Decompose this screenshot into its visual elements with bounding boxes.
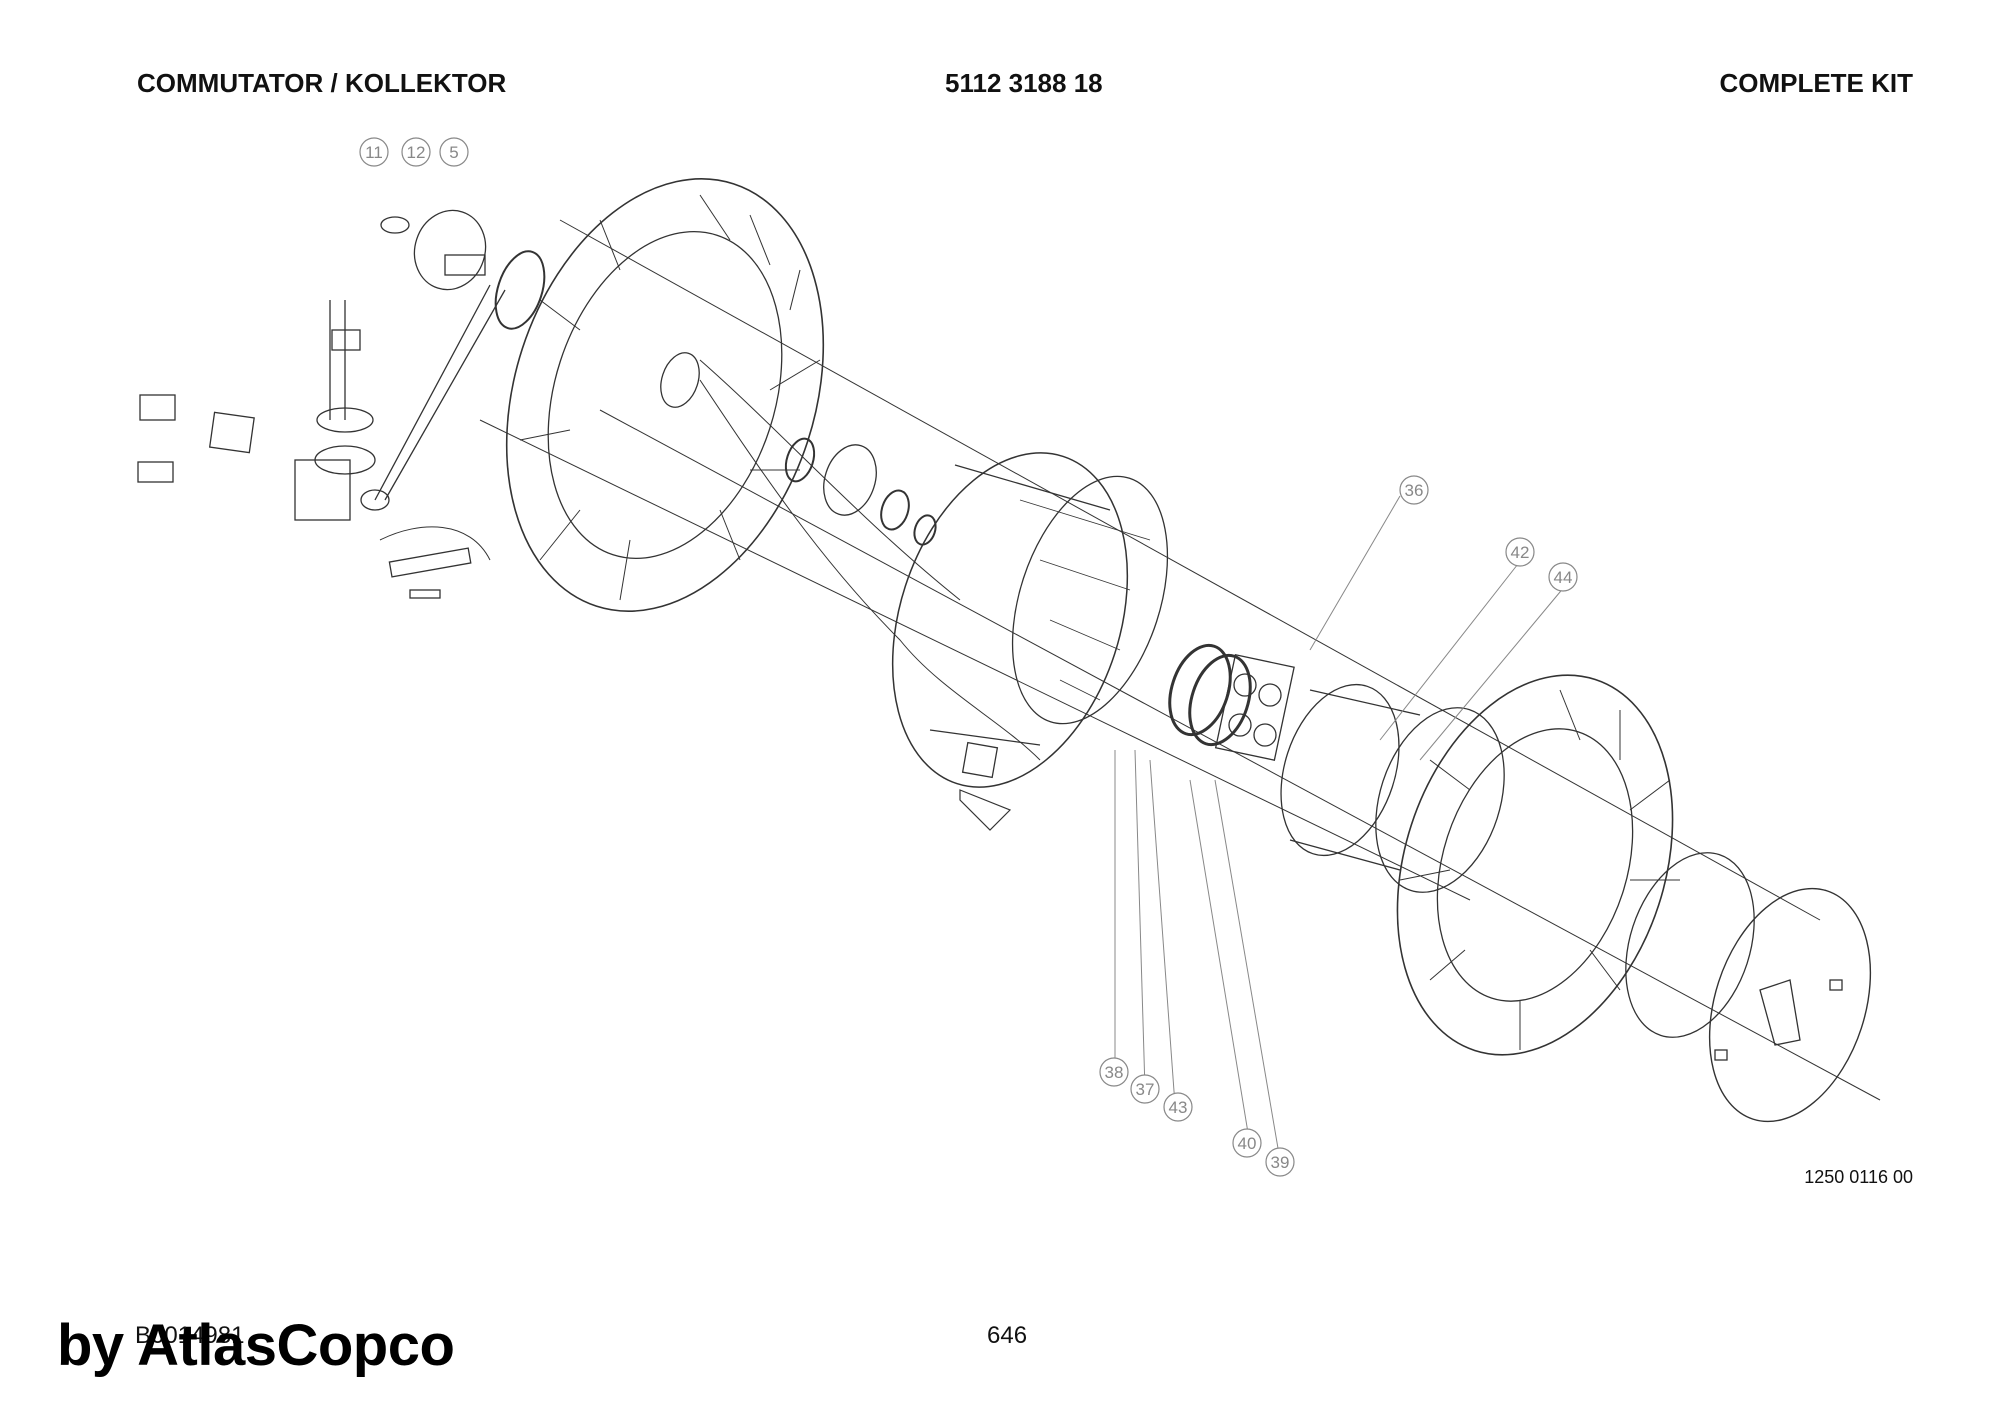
callout-43 bbox=[1163, 1092, 1193, 1122]
page-title-right: COMPLETE KIT bbox=[1719, 68, 1913, 98]
callout-36 bbox=[1399, 475, 1429, 505]
callout-label: 43 bbox=[1169, 1098, 1188, 1117]
callout-37 bbox=[1130, 1074, 1160, 1104]
callout-label: 39 bbox=[1271, 1153, 1290, 1172]
callout-39 bbox=[1265, 1147, 1295, 1177]
callout-12 bbox=[401, 137, 431, 167]
callout-42 bbox=[1505, 537, 1535, 567]
callout-label: 11 bbox=[365, 143, 383, 162]
callout-label: 37 bbox=[1136, 1080, 1155, 1099]
callout-5 bbox=[439, 137, 469, 167]
watermark: by AtlasCopco bbox=[57, 1313, 455, 1378]
callout-label: 44 bbox=[1554, 568, 1573, 587]
callout-label: 36 bbox=[1405, 481, 1424, 500]
document-code: B0014981 bbox=[135, 1322, 245, 1349]
part-number: 5112 3188 18 bbox=[945, 68, 1103, 98]
callout-11 bbox=[359, 137, 389, 167]
callout-label: 40 bbox=[1238, 1134, 1257, 1153]
page-number: 646 bbox=[987, 1322, 1028, 1349]
callout-38 bbox=[1099, 1057, 1129, 1087]
callout-label: 38 bbox=[1105, 1063, 1124, 1082]
callout-40 bbox=[1232, 1128, 1262, 1158]
callout-label: 42 bbox=[1511, 543, 1530, 562]
drawing-number: 1250 0116 00 bbox=[1804, 1167, 1913, 1187]
callout-44 bbox=[1548, 562, 1578, 592]
page-title-left: COMMUTATOR / KOLLEKTOR bbox=[137, 68, 507, 98]
callout-label: 5 bbox=[449, 143, 458, 162]
callout-label: 12 bbox=[407, 143, 426, 162]
